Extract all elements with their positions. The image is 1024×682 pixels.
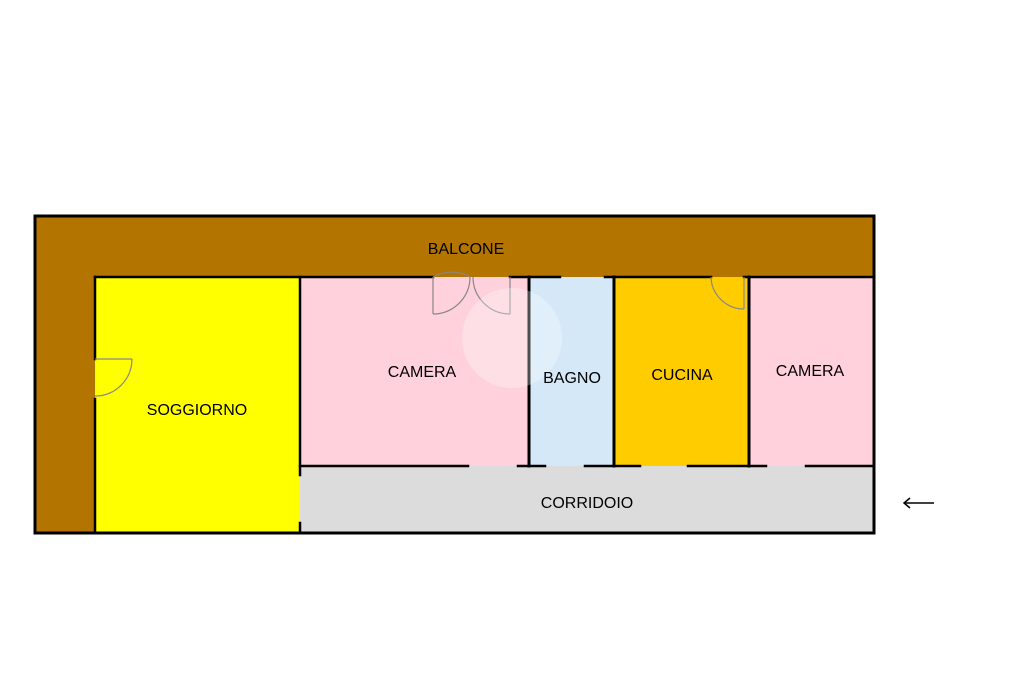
arrow-left-icon: [902, 497, 934, 509]
walls: [33, 214, 876, 535]
bedroom-2-area: [749, 277, 874, 466]
living-room-label: SOGGIORNO: [147, 402, 247, 419]
balcony-area: [35, 216, 874, 533]
bathroom-area: [529, 277, 614, 466]
living-room-area: [95, 277, 300, 533]
bedroom-1-label: CAMERA: [388, 364, 457, 381]
kitchen-label: CUCINA: [651, 367, 713, 384]
corridor-area: [300, 466, 874, 533]
corridor-label: CORRIDOIO: [541, 495, 633, 512]
doors: [94, 271, 745, 397]
kitchen-area: [614, 277, 749, 466]
watermark-logo: [462, 288, 562, 388]
balcony-label: BALCONE: [428, 241, 504, 258]
bedroom-2-label: CAMERA: [776, 363, 845, 380]
bedroom-1-balcony-door: [432, 271, 511, 315]
living-room-door: [94, 358, 133, 397]
kitchen-balcony-door: [710, 276, 745, 310]
bathroom-label: BAGNO: [543, 370, 601, 387]
